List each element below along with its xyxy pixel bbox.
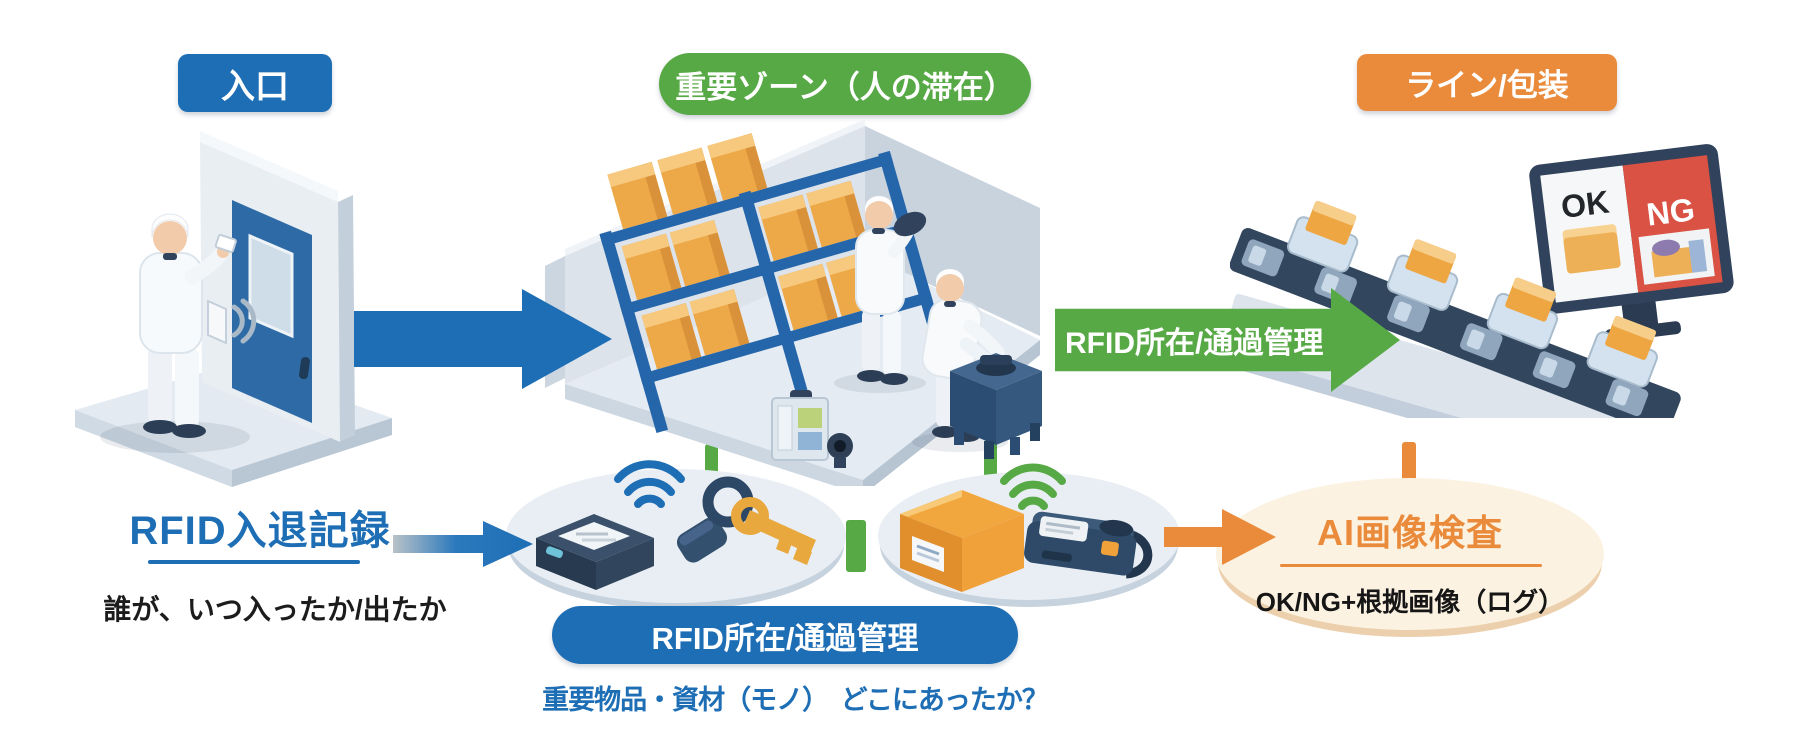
- entrance-door-illustration: [75, 131, 392, 487]
- conveyor-belt: [1230, 200, 1681, 418]
- passage-banner-arrow: RFID所在/通過管理: [1055, 288, 1400, 392]
- ok-panel: OK: [1540, 165, 1639, 303]
- rfid-pad1-items: [536, 460, 816, 590]
- entry-record-caption: 誰が、いつ入ったか/出たか: [103, 594, 447, 625]
- flow-arrow-entry-to-tracking: [393, 521, 533, 567]
- connector-line-to-ai: [1402, 442, 1416, 484]
- rfid-reader-icon: [536, 514, 654, 590]
- tracking-pill-text: RFID所在/通過管理: [651, 620, 919, 656]
- flow-arrow-entrance-to-zone: [354, 289, 612, 389]
- label-important-zone-text: 重要ゾーン（人の滞在）: [675, 69, 1015, 105]
- wifi-waves-green-icon: [1000, 463, 1066, 510]
- ai-inspection-caption: OK/NG+根拠画像（ログ）: [1255, 587, 1565, 617]
- door: [232, 200, 312, 423]
- belt-window-glints: [1248, 245, 1631, 406]
- shelf-rack-illustration: [599, 133, 947, 434]
- inspection-monitor-illustration: OK NG: [1529, 144, 1734, 343]
- ok-label: OK: [1559, 184, 1611, 226]
- conveyor-packages: [1286, 200, 1658, 388]
- door-wall: [200, 131, 355, 442]
- shelf-boxes-top: [607, 133, 768, 230]
- tracking-caption: 重要物品・資材（モノ） どこにあったか？: [542, 685, 1049, 715]
- label-line-packaging-text: ライン/包装: [1405, 68, 1569, 103]
- label-entrance-text: 入口: [221, 67, 289, 106]
- package-icon: [900, 490, 1024, 592]
- card-reader-icon: [207, 298, 257, 345]
- blue-crate-illustration: [950, 353, 1042, 459]
- shelf-boxes-middle: [621, 180, 866, 301]
- handheld-reader-icon: [1024, 511, 1153, 579]
- worker-scanning-figure: [834, 196, 927, 393]
- rfid-pad2-items: [900, 463, 1153, 592]
- floor-machine-illustration: [771, 390, 853, 468]
- passage-banner-text: RFID所在/通過管理: [1065, 327, 1324, 360]
- label-important-zone: 重要ゾーン（人の滞在）: [659, 53, 1031, 115]
- ng-label: NG: [1645, 191, 1697, 233]
- entry-record-title: RFID入退記録: [129, 509, 391, 553]
- key-icon: [676, 476, 816, 565]
- label-line-packaging: ライン/包装: [1357, 54, 1617, 111]
- ng-panel: NG: [1622, 155, 1723, 293]
- ai-inspection-underline: [1280, 564, 1542, 567]
- important-zone-illustration: [545, 119, 1042, 486]
- conveyor-line-illustration: OK NG: [1230, 144, 1734, 418]
- connector-pad1-to-pad2: [846, 520, 866, 572]
- tracking-pill: RFID所在/通過管理: [552, 606, 1018, 664]
- entry-record-underline: [148, 560, 360, 564]
- label-entrance: 入口: [178, 54, 332, 112]
- wifi-waves-icon: [614, 460, 685, 508]
- worker-entrance-figure: [100, 213, 250, 453]
- ai-inspection-pad: AI画像検査 OK/NG+根拠画像（ログ）: [1216, 478, 1604, 630]
- shelf-frame: [599, 150, 947, 434]
- ai-inspection-title: AI画像検査: [1316, 512, 1503, 553]
- flow-arrow-tracking-to-ai: [1164, 509, 1276, 565]
